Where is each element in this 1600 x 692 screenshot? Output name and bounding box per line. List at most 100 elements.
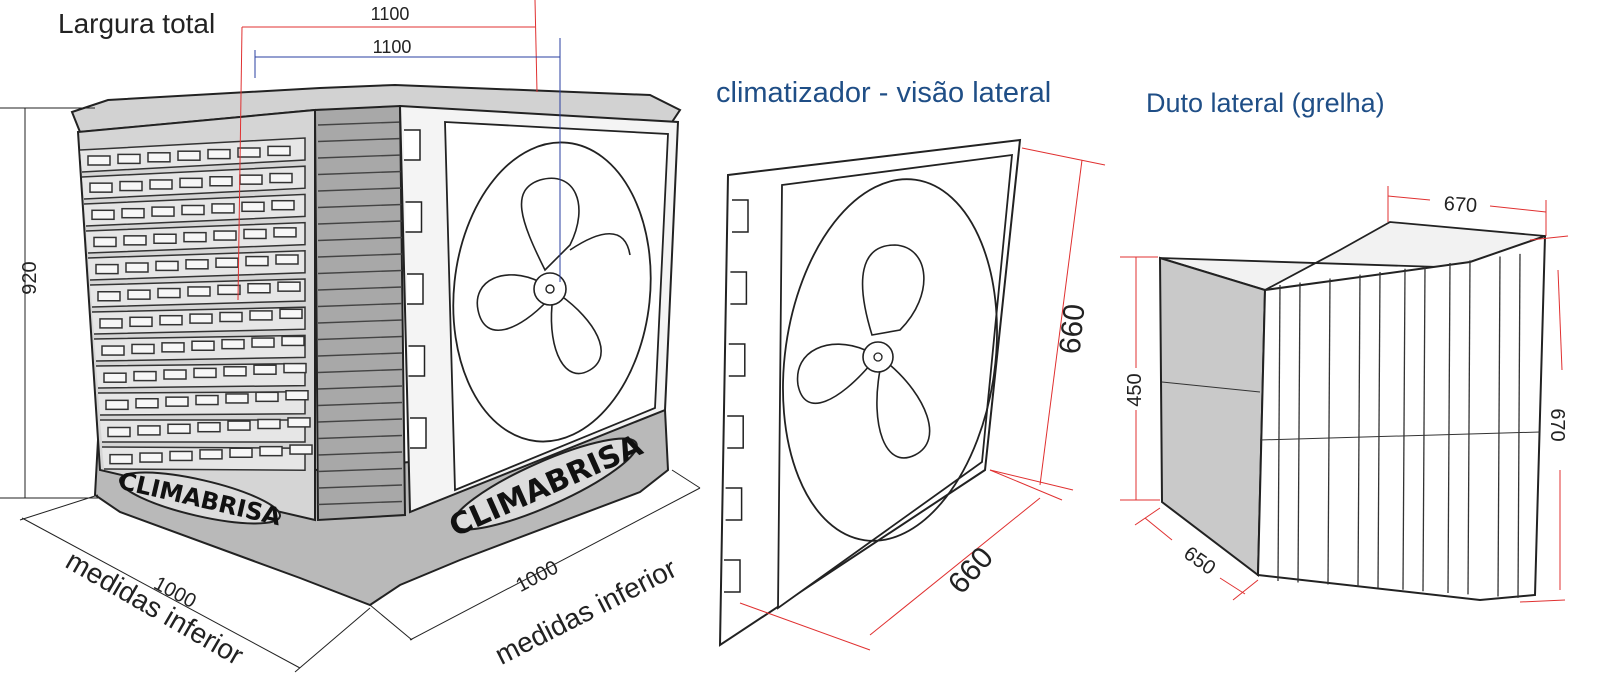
side-panel-notch [727,415,744,449]
louver-slot [249,310,273,321]
duct-body [1256,234,1547,602]
column-rib [317,220,403,225]
louver-slot [153,233,177,244]
column-rib [317,269,403,275]
cooler-unit: CLIMABRISA CLIMABRISA Largura total 1100 [0,0,701,673]
column-rib [317,236,403,242]
louver-slot [253,364,277,375]
duct-bottom-depth-dimension: 650 [1179,543,1219,580]
side-duct-heading: Duto lateral (grelha) [1146,88,1385,118]
louver-slot [93,236,117,248]
cooler-louvers [79,137,313,471]
cooler-base-right-label: medidas inferior [490,553,682,671]
frame-notch [407,273,424,305]
cooler-ribs [317,121,403,506]
duct-left-height-dimension: 450 [1124,373,1146,406]
cooler-fan-frame [444,121,669,492]
column-rib [317,467,403,473]
duct-rib [1377,272,1381,589]
cooler-top-inner-dimension: 1100 [373,37,412,57]
louver-slot [185,259,209,270]
louver-slot [91,209,115,221]
side-view-panel: climatizador - visão lateral 660 660 [716,77,1106,651]
louver-slot [197,421,221,433]
duct-ribs [1277,253,1521,598]
louver-slot [275,254,299,265]
louver-slot [283,362,307,374]
frame-notch [410,417,427,449]
louver-slot [129,316,153,328]
louver-slot [259,445,283,457]
column-rib [317,253,403,258]
louver-slot [99,318,123,329]
louver-slot [209,176,233,187]
side-panel-notch [725,487,743,521]
louver-slot [271,199,295,211]
louver-slot [117,153,141,165]
column-rib [317,484,403,489]
louver-slot [101,345,125,356]
louver-slot [165,396,189,407]
duct-rib [1422,266,1426,592]
side-panel-notch [728,343,746,377]
frame-notch [404,129,421,161]
column-rib [317,418,403,423]
louver-slot [149,179,173,190]
louver-slot [287,417,311,428]
column-rib [317,401,403,407]
duct-rib [1357,274,1361,587]
louver-slot [207,148,231,160]
side-panel-height-dimension: 660 [1054,302,1092,355]
louver-slot [257,418,281,430]
louver-slot [163,369,187,380]
column-rib [317,451,403,456]
louver-slot [147,152,171,163]
column-rib [317,154,403,159]
louver-slot [157,287,181,299]
louver-slot [237,147,261,158]
louver-slot [137,425,161,436]
louver-slot [255,391,279,403]
column-rib [317,500,403,506]
duct-right-height-dimension: 670 [1546,408,1568,441]
louver-slot [119,180,143,192]
column-rib [317,368,403,374]
louver-slot [217,284,241,296]
louver-slot [289,444,313,455]
side-panel-fan-ring [782,178,998,542]
duct-rib [1297,282,1301,583]
duct-opening [1158,256,1267,577]
total-width-heading: Largura total [58,8,215,39]
louver-slot [239,174,263,185]
side-panel-dimension-lines [739,147,1106,651]
louver-slot [151,206,175,217]
cooler-fan-blades [476,177,631,375]
louver-slot [131,343,155,355]
louver-slot [215,257,239,268]
louver-slot [213,230,237,241]
column-rib [317,385,403,390]
side-panel-notch [730,271,748,305]
louver-slot [219,311,243,323]
column-rib [317,335,403,341]
duct-rib [1327,278,1331,585]
louver-slot [123,235,147,246]
louver-slot [229,447,253,458]
cooler-dimension-lines [0,0,701,673]
louver-slot [159,314,183,326]
louver-slot [155,260,179,272]
duct-dimension-lines [1120,186,1569,603]
louver-slot [87,155,111,166]
louver-slot [179,177,203,189]
duct-rib [1402,268,1406,590]
louver-slot [285,390,309,401]
duct-rib [1277,285,1281,582]
louver-slot [251,337,275,348]
duct-rib [1497,256,1501,597]
cooler-frame-notches [404,129,427,449]
cooler-top-total-dimension: 1100 [371,4,410,24]
duct-rib [1467,260,1471,595]
louver-slot [181,204,205,216]
louver-slot [135,398,159,409]
